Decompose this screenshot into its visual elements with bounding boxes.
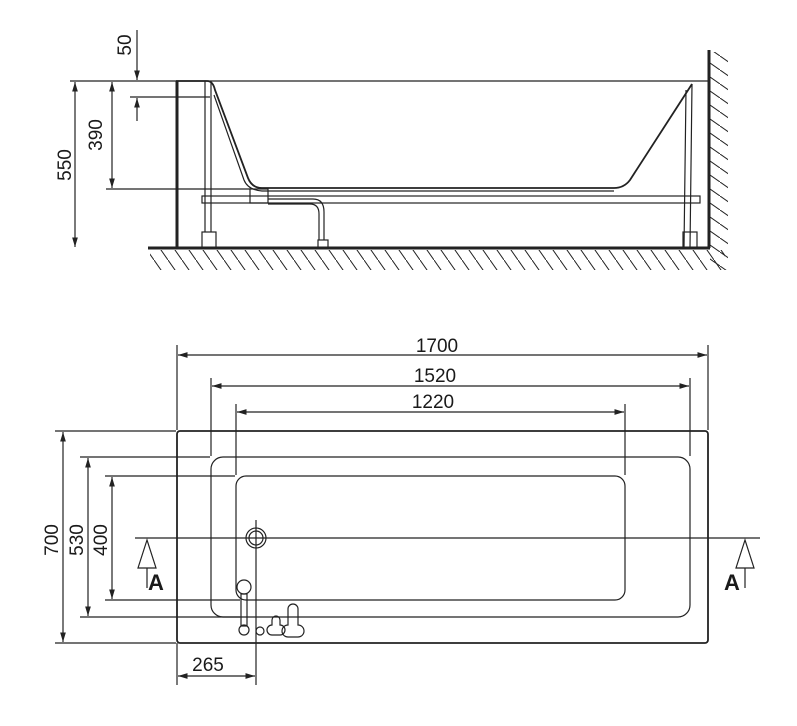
side-view: 550 390 50 [55,30,728,270]
top-view: 1700 1520 1220 700 530 400 265 A A [42,336,760,685]
dim-50-label: 50 [115,34,136,55]
dim-400-label: 400 [91,524,112,556]
drain-outer-ring [245,527,267,549]
tub-profile [176,80,693,189]
section-arrow-right-icon [735,538,755,588]
drain-foot [317,239,329,249]
tub-rim-outline [210,456,691,618]
dim-390-label: 390 [86,119,107,151]
section-marker-right: A [724,570,740,595]
mixer-base [238,624,250,636]
wall-hatch [710,52,728,270]
dim-1700-label: 1700 [416,336,458,357]
tub-outer-outline [176,430,709,644]
overflow-icon [236,579,252,595]
dim-550-label: 550 [55,149,76,181]
right-foot [682,231,698,249]
support-frame [201,195,701,204]
dim-1220-label: 1220 [412,392,454,413]
handle-left [266,615,286,636]
dim-700-label: 700 [42,524,63,556]
left-foot [201,231,217,249]
right-leg [683,83,693,249]
mixer-spout [240,593,248,627]
section-arrow-left-icon [137,538,157,588]
dim-265-label: 265 [192,655,224,676]
left-leg [204,81,212,232]
drain-pipe [268,198,325,240]
drain-fitting [249,188,269,204]
handle-right [281,603,305,638]
dim-1520-label: 1520 [414,366,456,387]
floor-hatch [150,250,725,270]
tap-hole [255,626,265,636]
dim-530-label: 530 [67,524,88,556]
section-marker-left: A [148,570,164,595]
drain-inner-ring [248,530,264,546]
tub-inner-profile [213,94,614,192]
